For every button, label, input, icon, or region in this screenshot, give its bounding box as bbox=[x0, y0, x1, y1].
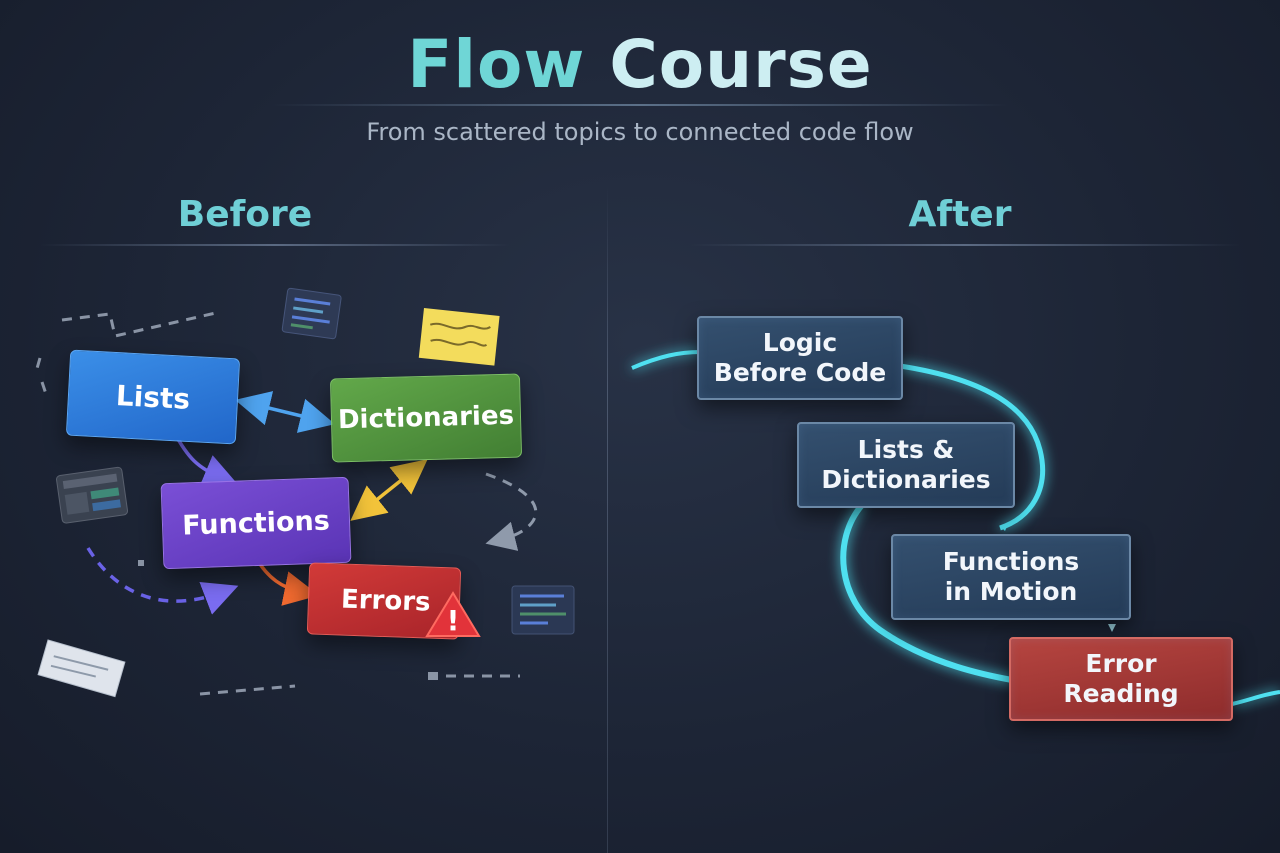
arrow-lists-dictionaries bbox=[234, 391, 336, 433]
card-functions-label: Functions bbox=[181, 504, 331, 542]
step-2-line-1: Lists & bbox=[857, 435, 955, 464]
dash-left-tick-2 bbox=[40, 381, 48, 395]
sticky-note-icon bbox=[418, 308, 500, 366]
step-logic-before-code: Logic Before Code bbox=[697, 316, 903, 400]
step-1-line-1: Logic bbox=[762, 328, 838, 357]
card-errors-label: Errors bbox=[340, 584, 432, 618]
code-snippet-icon-right bbox=[511, 585, 575, 635]
step-1-line-2: Before Code bbox=[713, 358, 887, 387]
after-heading: After bbox=[908, 194, 1012, 235]
center-divider bbox=[607, 185, 608, 853]
title-word-flow: Flow bbox=[407, 26, 586, 103]
step-lists-dictionaries: Lists & Dictionaries bbox=[797, 422, 1015, 508]
flow-down-arrow-icon bbox=[1108, 624, 1116, 632]
card-lists-label: Lists bbox=[115, 378, 191, 416]
window-snippet-icon bbox=[56, 466, 129, 524]
dash-left-tick bbox=[34, 357, 42, 373]
dot-marker bbox=[138, 560, 144, 566]
step-3-line-2: in Motion bbox=[944, 577, 1078, 606]
code-snippet-icon bbox=[281, 287, 342, 340]
flow-arrowhead-icon bbox=[1000, 524, 1008, 531]
after-heading-rule bbox=[690, 244, 1240, 246]
warning-icon: ! bbox=[425, 591, 481, 637]
step-functions-in-motion: Functions in Motion bbox=[891, 534, 1131, 620]
flow-segment-1 bbox=[899, 363, 1046, 531]
title-word-course: Course bbox=[609, 26, 873, 103]
card-functions: Functions bbox=[160, 476, 352, 570]
dot-marker-2 bbox=[428, 672, 438, 680]
dashed-violet-arrow bbox=[86, 547, 239, 615]
flow-entry bbox=[631, 350, 701, 370]
dash-top-left bbox=[61, 310, 221, 338]
step-4-line-2: Reading bbox=[1063, 679, 1179, 708]
step-2-line-2: Dictionaries bbox=[821, 465, 991, 494]
page-subtitle: From scattered topics to connected code … bbox=[366, 118, 914, 146]
flow-exit bbox=[1231, 690, 1280, 706]
card-lists: Lists bbox=[65, 349, 241, 445]
arrow-functions-dictionaries bbox=[350, 459, 428, 521]
paper-note-icon bbox=[37, 639, 126, 698]
step-error-reading: Error Reading bbox=[1009, 637, 1233, 721]
card-dictionaries-label: Dictionaries bbox=[337, 400, 515, 436]
flow-segment-2 bbox=[840, 503, 1013, 683]
flow-path bbox=[631, 350, 1280, 706]
step-3-line-1: Functions bbox=[942, 547, 1080, 576]
title-underline bbox=[270, 104, 1010, 106]
dashed-return-arrow bbox=[485, 472, 538, 551]
step-4-line-1: Error bbox=[1085, 649, 1157, 678]
scattered-dashes bbox=[34, 310, 520, 696]
page-title: Flow Course bbox=[0, 26, 1280, 103]
before-heading: Before bbox=[177, 194, 313, 235]
warning-symbol: ! bbox=[447, 604, 460, 637]
before-heading-rule bbox=[40, 244, 510, 246]
dash-bottom bbox=[199, 684, 296, 696]
card-dictionaries: Dictionaries bbox=[329, 373, 523, 463]
